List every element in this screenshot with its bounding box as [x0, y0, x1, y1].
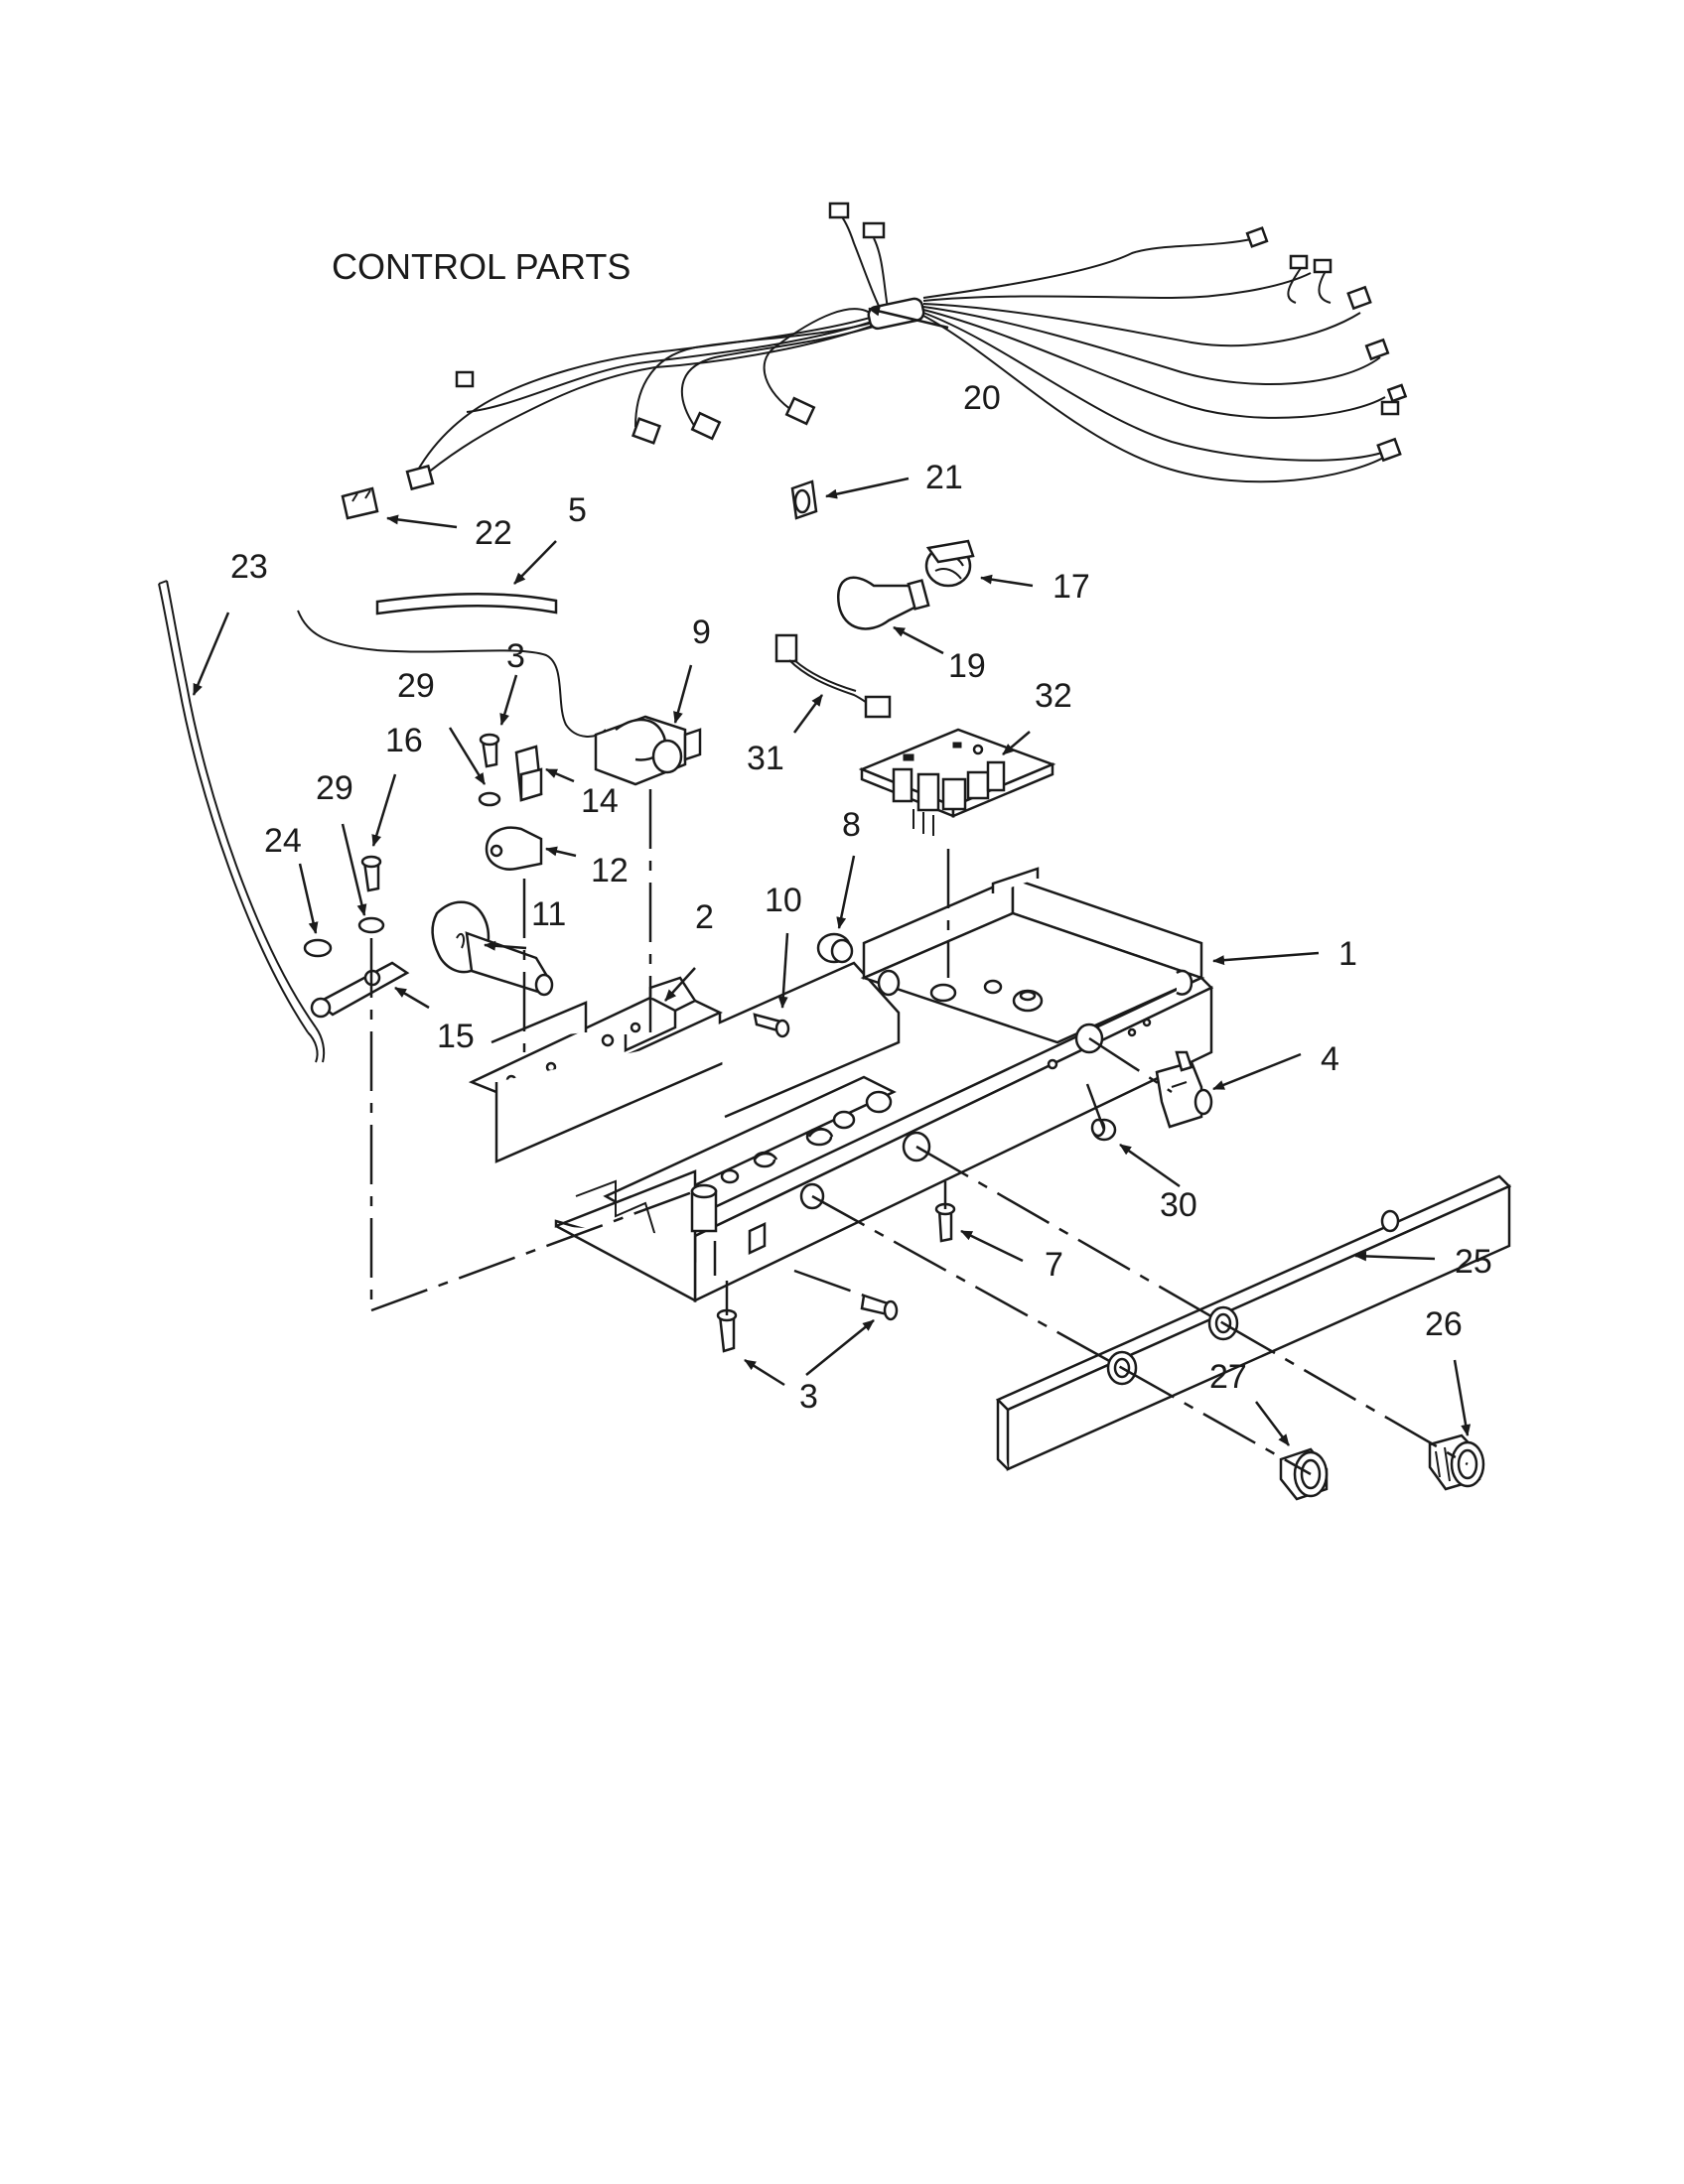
- callout-29-lower: 29: [316, 769, 353, 807]
- rod-part-23: [158, 580, 326, 1063]
- jumper-harness-part-31: [774, 633, 892, 719]
- leader-arrows: [192, 306, 1472, 1446]
- bulb-part-19: [836, 576, 930, 630]
- callout-9: 9: [692, 614, 711, 651]
- callout-32: 32: [1035, 677, 1072, 715]
- callout-22: 22: [475, 514, 512, 552]
- knob-part-27: [1279, 1447, 1329, 1501]
- control-board-part-32: [858, 728, 1056, 836]
- callout-3-upper: 3: [506, 637, 525, 675]
- diagram-title: CONTROL PARTS: [332, 246, 631, 287]
- damper-part-9: [594, 715, 702, 786]
- callout-12: 12: [591, 852, 629, 889]
- callout-10: 10: [765, 882, 802, 919]
- callout-16: 16: [385, 722, 423, 759]
- tube-part-5: [375, 593, 558, 615]
- wire-harness-part-20: [405, 202, 1408, 491]
- callout-30: 30: [1160, 1186, 1197, 1224]
- callout-19: 19: [948, 647, 986, 685]
- knob-part-26: [1428, 1433, 1485, 1491]
- screw-part-3-lower-b: [860, 1294, 899, 1321]
- callout-21: 21: [925, 459, 963, 496]
- socket-part-17: [924, 539, 975, 588]
- callout-23: 23: [230, 548, 268, 586]
- lever-part-15: [310, 961, 410, 1019]
- alignment-lines: [369, 789, 1469, 1476]
- screw-part-3-upper: [479, 733, 500, 768]
- grommet-part-8: [816, 932, 854, 964]
- screw-part-10: [753, 1013, 790, 1038]
- bracket-part-22: [341, 486, 379, 520]
- callout-24: 24: [264, 822, 302, 860]
- switch-part-4: [1155, 1050, 1213, 1129]
- callout-26: 26: [1425, 1305, 1463, 1343]
- callout-3-lower: 3: [799, 1378, 818, 1416]
- callout-31: 31: [747, 740, 784, 777]
- callout-25: 25: [1455, 1243, 1492, 1281]
- screw-part-16: [360, 855, 382, 892]
- callout-1: 1: [1338, 935, 1357, 973]
- washer-part-29-lower: [357, 916, 385, 934]
- callout-27: 27: [1209, 1358, 1247, 1396]
- callout-4: 4: [1321, 1040, 1339, 1078]
- capillary-line: [297, 610, 607, 738]
- callout-20: 20: [963, 379, 1001, 417]
- callout-14: 14: [581, 782, 619, 820]
- washer-part-24: [303, 938, 333, 958]
- callout-2: 2: [695, 898, 714, 936]
- bracket-part-14: [514, 745, 543, 802]
- callout-11: 11: [531, 895, 566, 933]
- callout-29-upper: 29: [397, 667, 435, 705]
- screw-part-3-lower-a: [716, 1308, 738, 1353]
- washer-part-29-upper: [478, 791, 501, 807]
- clamp-part-12: [485, 826, 543, 871]
- callout-17: 17: [1052, 568, 1090, 606]
- mounting-bracket-part-2: [468, 961, 901, 1163]
- callout-5: 5: [568, 491, 587, 529]
- callout-15: 15: [437, 1018, 475, 1055]
- callout-7: 7: [1045, 1246, 1063, 1284]
- screw-part-7: [934, 1202, 956, 1243]
- clip-part-21: [790, 479, 818, 520]
- callout-8: 8: [842, 806, 861, 844]
